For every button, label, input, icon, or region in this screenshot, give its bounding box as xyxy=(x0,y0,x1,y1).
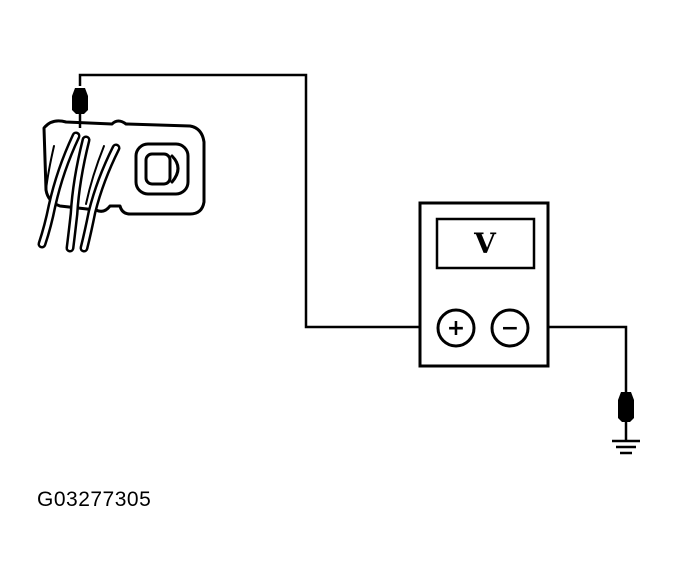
voltmeter-display-symbol: V xyxy=(473,227,497,260)
voltmeter: V + − xyxy=(418,201,550,368)
electrical-connector xyxy=(37,119,206,253)
test-probe-ground xyxy=(618,392,634,440)
test-probe-positive xyxy=(72,88,88,128)
figure-id: G03277305 xyxy=(37,488,152,511)
ground-symbol-icon xyxy=(612,439,640,455)
negative-lead-wire xyxy=(530,325,628,392)
positive-terminal-label: + xyxy=(447,316,465,341)
negative-terminal xyxy=(490,308,530,348)
negative-terminal-label: − xyxy=(501,316,519,341)
positive-lead-wire xyxy=(78,73,437,329)
positive-terminal xyxy=(436,308,476,348)
voltmeter-display xyxy=(435,217,536,270)
